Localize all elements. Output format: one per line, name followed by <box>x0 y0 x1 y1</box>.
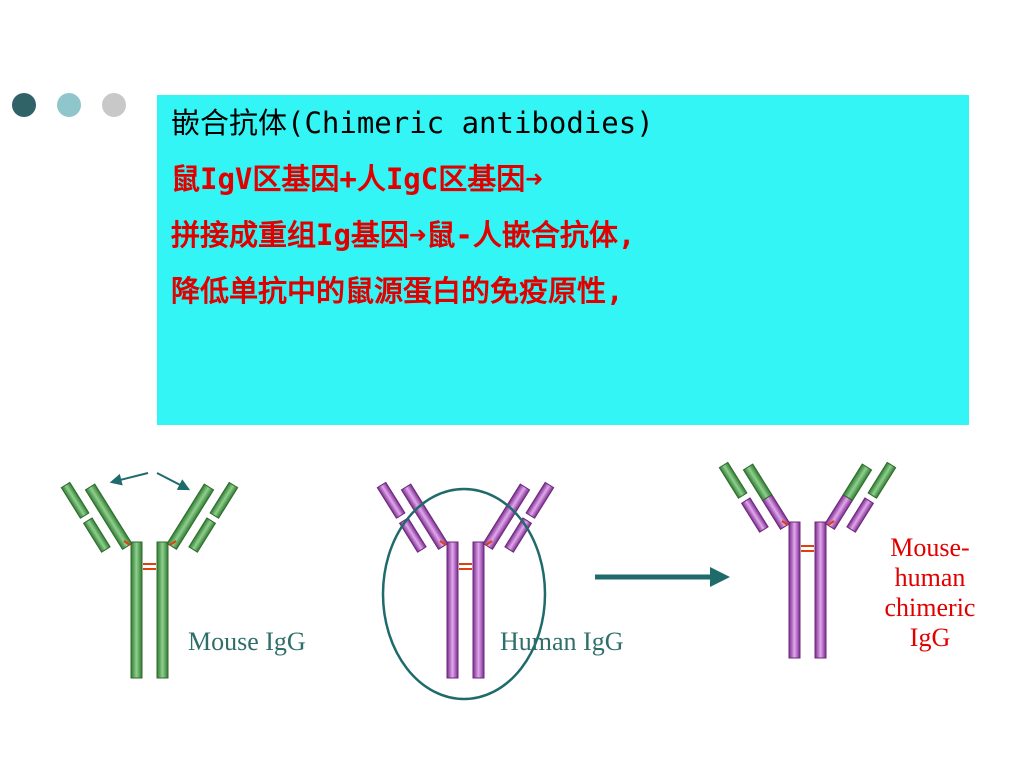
title-text: 嵌合抗体(Chimeric antibodies) <box>171 106 654 140</box>
flexibility-arrow-right <box>156 472 191 491</box>
description-line-3: 降低单抗中的鼠源蛋白的免疫原性, <box>171 274 624 308</box>
chimeric-igg-antibody <box>718 461 897 659</box>
antibody-diagram <box>60 461 897 701</box>
chimeric-label-line-3: chimeric <box>884 593 976 622</box>
human-igg-label: Human IgG <box>500 627 624 656</box>
chimeric-label-line-2: human <box>894 563 966 592</box>
human-igg-highlight-ellipse <box>381 487 547 701</box>
chimeric-label-line-1: Mouse- <box>890 533 970 562</box>
decor-dot-2 <box>57 93 81 117</box>
flexibility-arrow-left <box>109 472 149 486</box>
chimeric-label-line-4: IgG <box>909 623 951 652</box>
chimeric-igg-label: Mouse- human chimeric IgG <box>860 533 1000 653</box>
mouse-igg-antibody <box>60 472 239 679</box>
mouse-igg-label: Mouse IgG <box>188 627 306 656</box>
description-line-1: 鼠IgV区基因+人IgC区基因➜ <box>171 162 543 196</box>
decor-dot-1 <box>12 93 36 117</box>
description-line-2: 拼接成重组Ig基因➜鼠-人嵌合抗体, <box>171 218 636 252</box>
decor-dot-3 <box>102 93 126 117</box>
definition-box: 嵌合抗体(Chimeric antibodies) 鼠IgV区基因+人IgC区基… <box>157 95 969 425</box>
human-igg-antibody <box>376 481 555 701</box>
